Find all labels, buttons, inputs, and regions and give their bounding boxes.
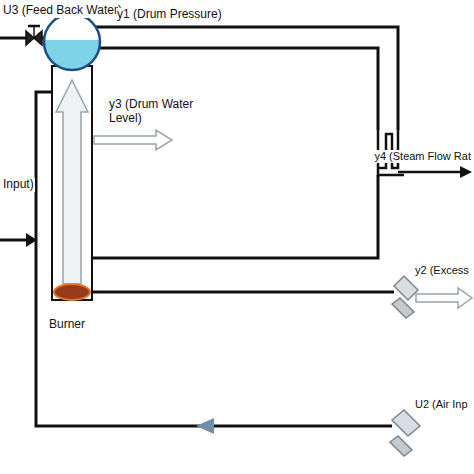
steam-return-line <box>92 175 378 258</box>
burner-flame <box>54 284 90 300</box>
air-input-fan <box>390 410 420 456</box>
signal-label: y2 (Excess <box>414 264 470 277</box>
fuel-input-line <box>0 239 28 242</box>
signal-label: Input) <box>2 178 35 192</box>
fuel-arrowhead <box>26 233 37 247</box>
riser-tube <box>52 66 92 300</box>
signal-label: y3 (Drum Water Level) <box>108 98 210 126</box>
heat-flow-arrow <box>56 80 88 284</box>
level-arrow <box>94 130 172 150</box>
excess-gas-fan <box>392 276 418 318</box>
steam-drum <box>44 14 100 72</box>
air-flow-arrowhead <box>196 418 214 434</box>
signal-label: y1 (Drum Pressure) <box>116 8 223 22</box>
feed-valve <box>26 26 42 45</box>
steam-outlet-line <box>398 171 462 174</box>
part-label: Burner <box>48 318 86 332</box>
flue-line <box>92 291 394 294</box>
pressure-line <box>92 27 398 130</box>
steam-line <box>99 48 378 130</box>
excess-gas-arrow <box>416 288 472 308</box>
steam-arrowhead <box>460 166 472 178</box>
signal-label: U3 (Feed Back Water) <box>2 4 123 18</box>
signal-label: y4 (Steam Flow Rat <box>373 150 472 163</box>
signal-label: U2 (Air Inp <box>414 398 469 411</box>
